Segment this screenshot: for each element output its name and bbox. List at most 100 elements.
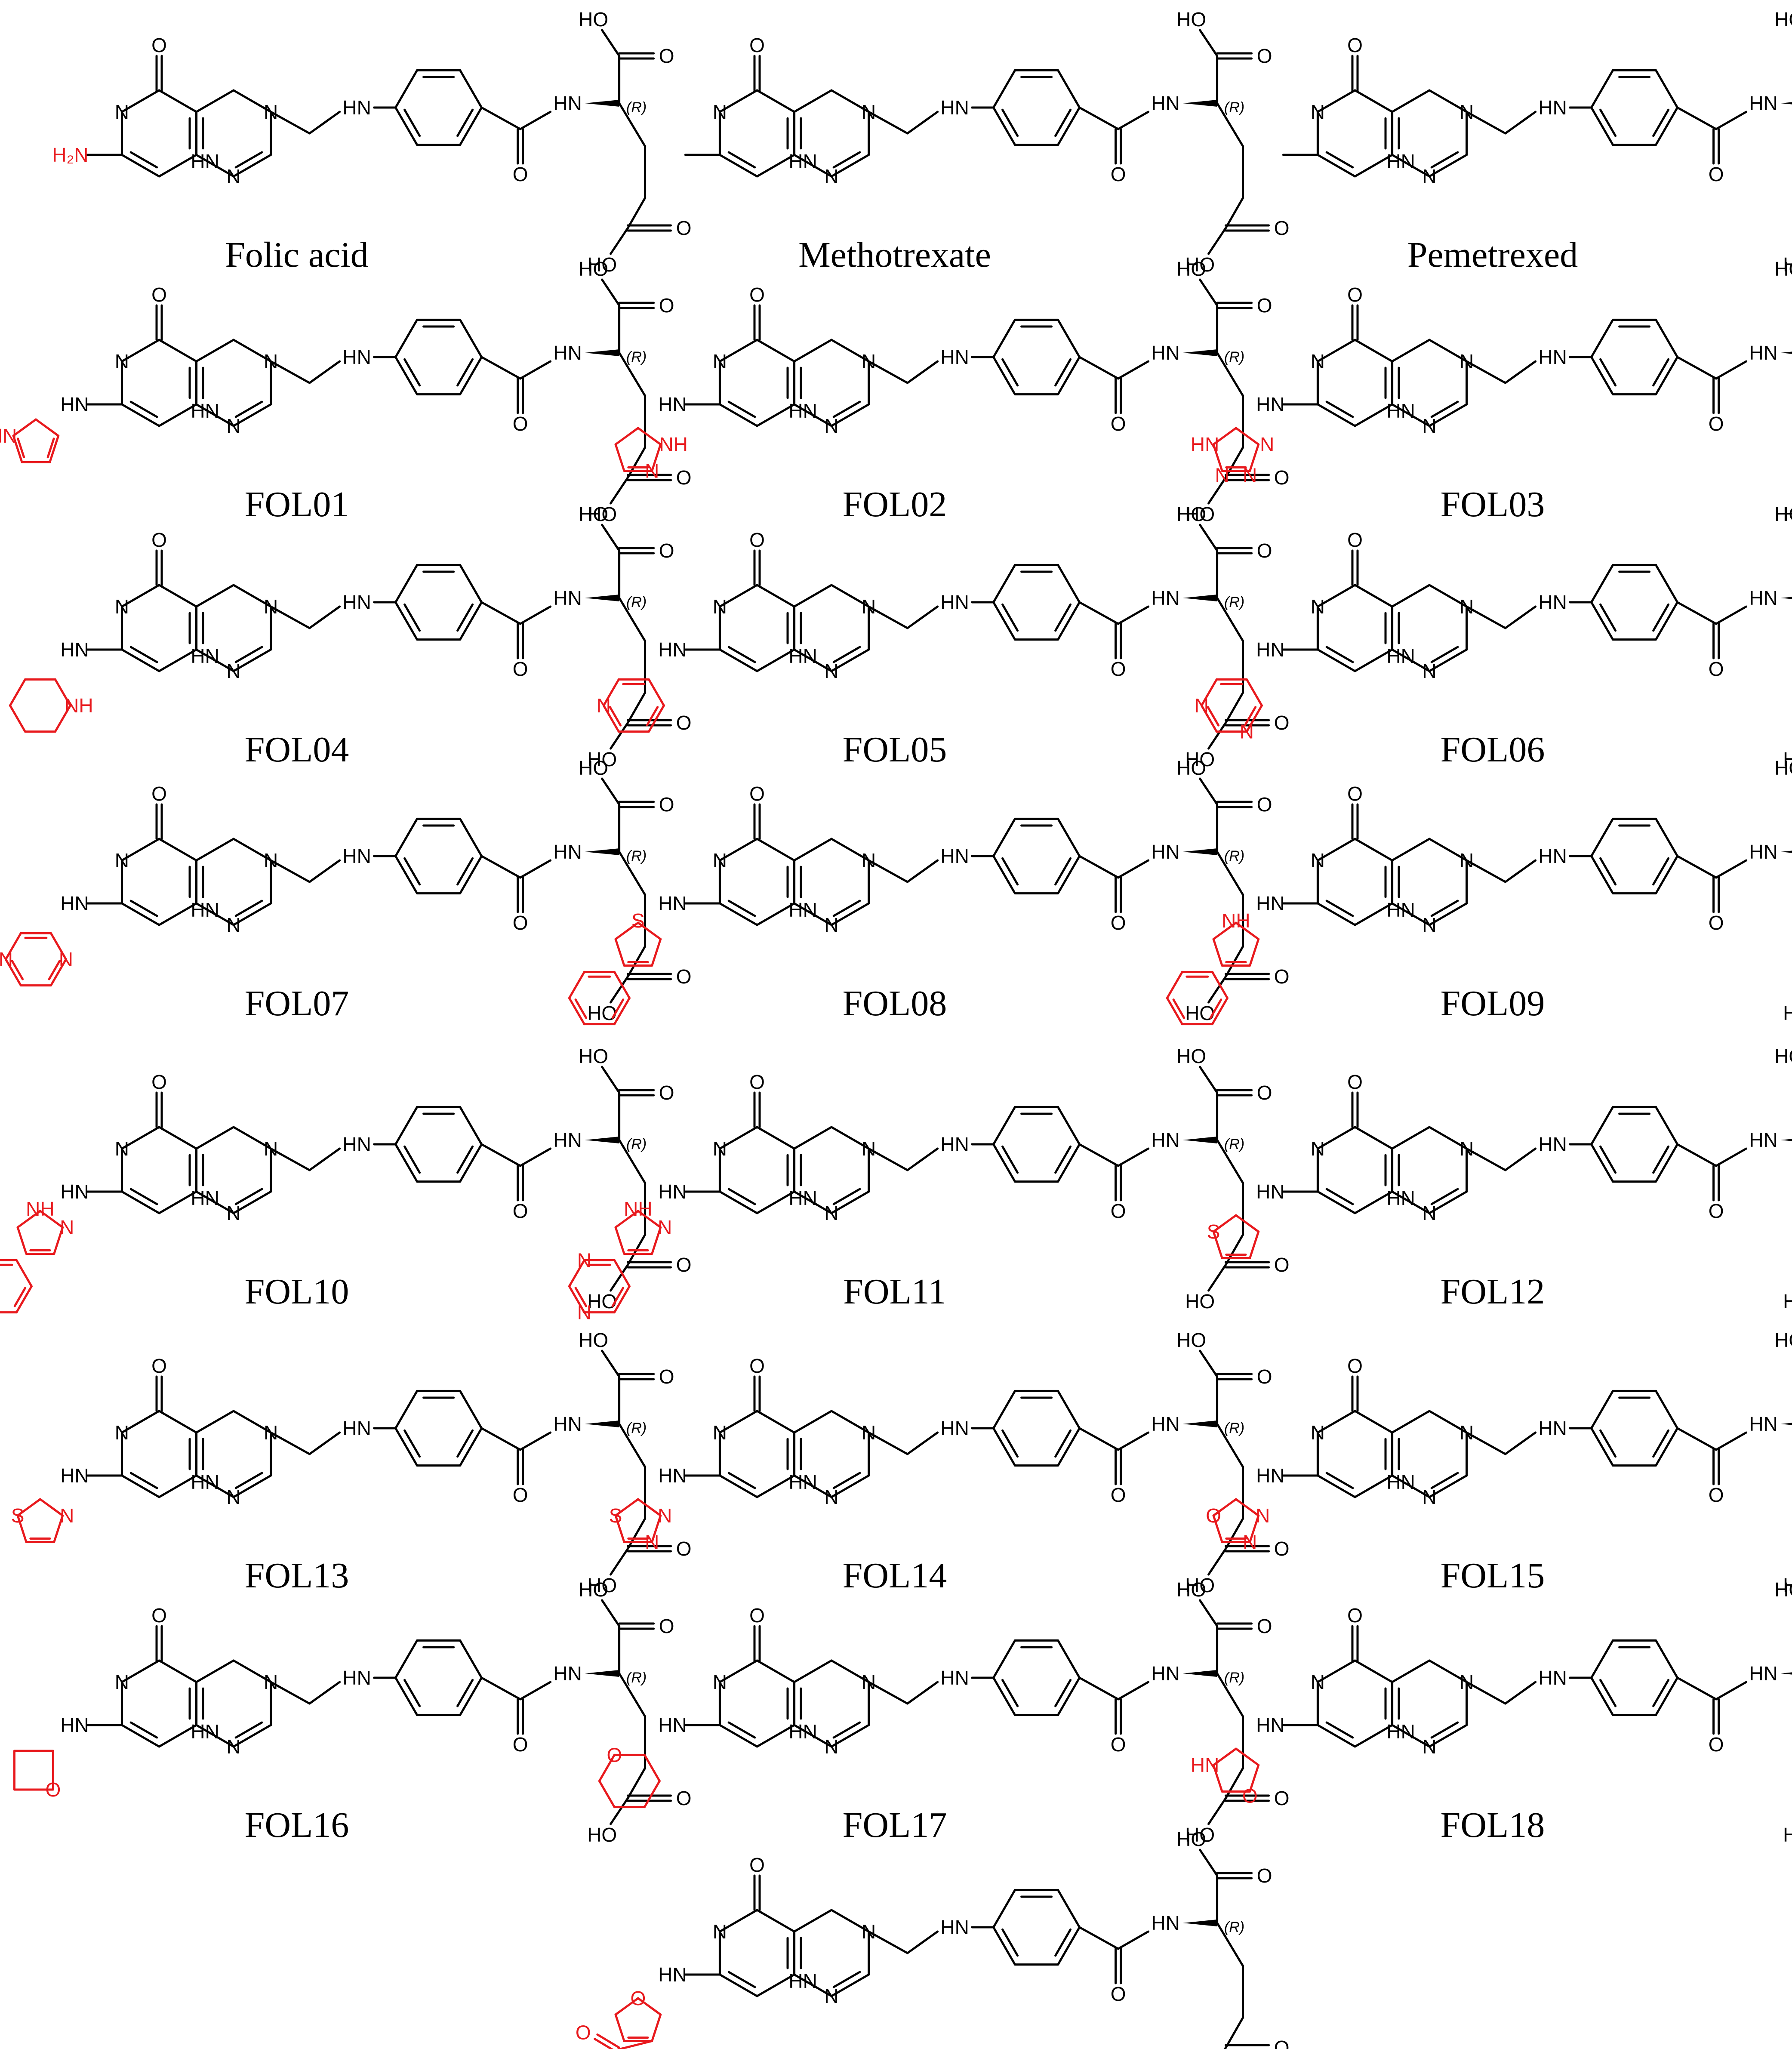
bond [232,584,272,608]
amine-linker-label: HN [1256,638,1284,661]
bond [793,1973,833,1997]
ring-atom-label: N [115,101,129,123]
bond [651,938,662,967]
bond [1216,597,1244,642]
bond [727,646,756,663]
amine-linker-label: HN [1256,393,1284,416]
bond [1599,1145,1617,1174]
bond [1504,1147,1537,1171]
bond [1655,1390,1679,1430]
bond [1054,603,1072,632]
bond [1391,89,1431,113]
bond [610,476,629,505]
bond [158,1126,198,1150]
bond [1225,691,1244,724]
bond [906,1681,939,1705]
carboxyl-hydroxyl-label: HO [579,258,608,280]
amine-linker-label: HN [1256,1464,1284,1487]
bond [1599,857,1617,886]
stereo-wedge-bond [1780,351,1792,354]
amide-oxygen-label: O [1111,658,1126,680]
bond [793,89,833,113]
bond [1212,443,1223,472]
bond [232,902,272,926]
bond [868,1147,909,1171]
amine-linker-label: HN [658,1963,687,1986]
carbonyl-oxygen-label: O [1347,283,1363,306]
bond [480,106,522,130]
carboxyl-oxygen-label: O [1274,1538,1290,1560]
ring-atom-label: N [115,1671,129,1693]
ring-atom-label: N [1311,1421,1325,1444]
ring-atom-label: HN [788,1187,817,1209]
bond [1054,108,1072,137]
bond [992,855,1016,895]
bond [1199,1350,1219,1378]
bond [1057,817,1081,857]
amide-oxygen-label: O [1709,912,1724,934]
bond [1655,1106,1679,1146]
bond [195,902,235,926]
carboxyl-hydroxyl-label: HO [1774,757,1792,779]
bond [1057,1427,1081,1467]
ring-atom-label: N [115,849,129,872]
bond [793,154,833,178]
bond [11,960,24,980]
bond [793,339,833,363]
bond [1117,859,1150,879]
amide-nh-label: HN [553,1129,582,1151]
bond [646,706,659,727]
bond [906,859,939,883]
bond [830,838,870,862]
carboxyl-hydroxyl-label: HO [587,1824,617,1846]
bond [394,106,419,146]
bond [613,1259,631,1288]
bond [394,817,419,857]
bond [830,403,870,427]
ring-atom-label: N [226,1486,240,1508]
amine-linker-label: HN [60,393,89,416]
bond [1715,1431,1748,1451]
bond [756,339,796,363]
bond [4,932,22,961]
carboxyl-oxygen-label: O [1257,1615,1272,1637]
bond [627,1517,647,1550]
bond [16,1498,41,1517]
bond [234,151,263,169]
bond [1655,69,1679,109]
bond [1001,1145,1019,1174]
bond [270,360,311,384]
bond [718,838,758,862]
bond [1200,678,1218,707]
amide-nh-label: HN [1749,587,1777,609]
bond [1216,351,1244,397]
bond [1599,108,1617,137]
bond [403,857,421,886]
bond [1590,1427,1614,1467]
carboxyl-hydroxyl-label: HO [587,503,617,525]
bond [756,648,796,672]
bond [868,360,909,384]
bond [1235,1214,1260,1233]
bond [1391,1724,1431,1748]
bond [718,89,758,113]
amine-linker-label: HN [342,591,371,613]
bond [793,838,833,862]
bond [906,111,939,135]
bond [1166,997,1183,1026]
bond [1599,603,1617,632]
compound-name-label: FOL13 [245,1556,349,1596]
stereo-descriptor: (R) [1224,99,1244,116]
bond [1199,1599,1219,1627]
ring-atom-label: N [824,1735,838,1758]
bond [48,960,61,980]
bond [793,584,833,608]
bond [1249,1230,1260,1259]
bond [618,351,647,397]
amine-linker-label: HN [658,892,687,915]
stereo-descriptor: (R) [626,99,647,116]
bond [830,1126,870,1150]
